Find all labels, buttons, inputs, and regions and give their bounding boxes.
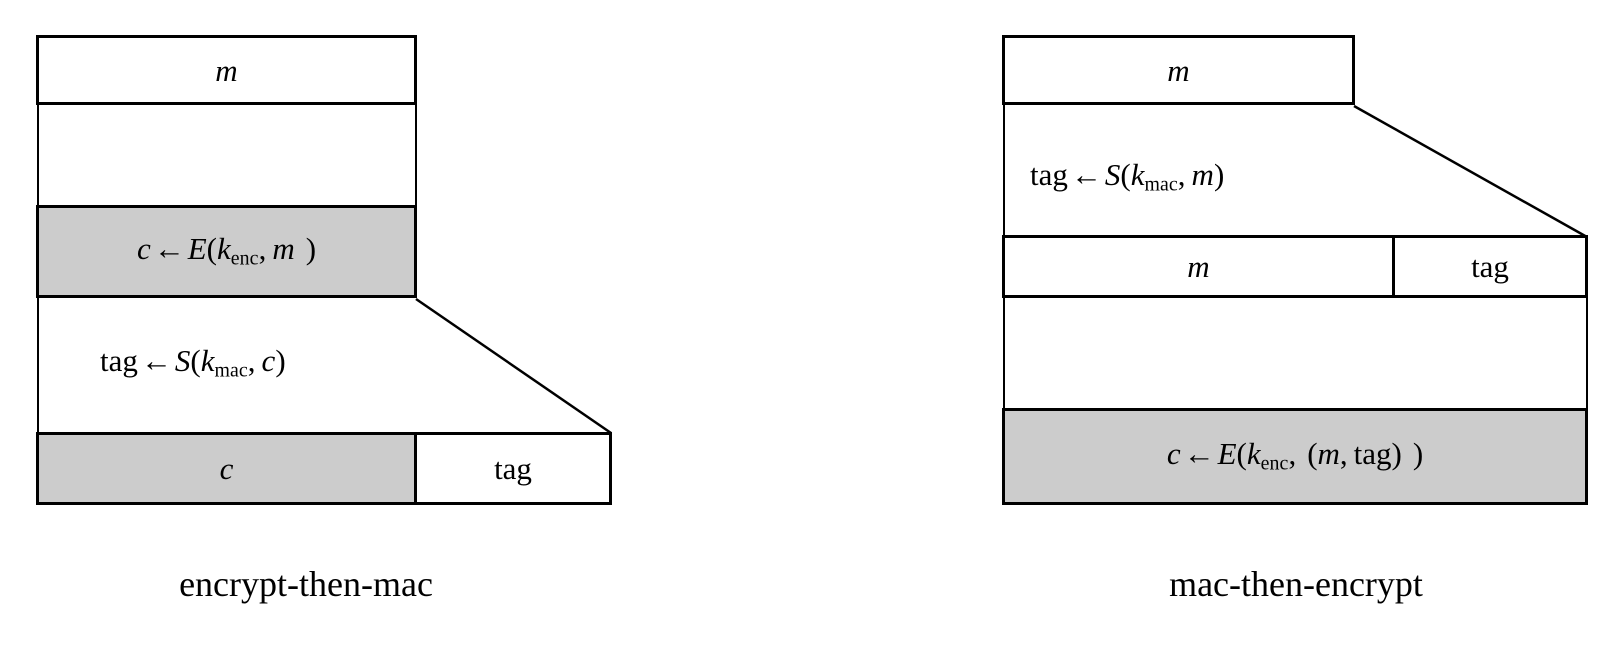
etm-encrypt-arg: m [272, 231, 295, 267]
mte-connector-right-spine-lower [1586, 296, 1588, 410]
etm-encrypt-close-paren: ) [305, 231, 317, 267]
mte-encrypt-arg2: tag [1353, 436, 1392, 472]
mte-encrypt-box: c←E(kenc,(m,tag)) [1002, 408, 1588, 505]
mte-mac-comma: , [1177, 156, 1186, 192]
mte-connector-left-spine-lower [1003, 296, 1005, 410]
mte-concat-tag-box: tag [1392, 235, 1588, 298]
etm-encrypt-box: c←E(kenc,m) [36, 205, 417, 298]
mte-caption: mac-then-encrypt [1169, 564, 1423, 604]
etm-output-ciphertext-box: c [36, 432, 417, 505]
mte-mac-lhs: tag [1030, 156, 1068, 192]
etm-mac-arrow: ← [140, 342, 172, 378]
connector-left-spine-lower [37, 296, 39, 434]
mte-mac-key-subscript: mac [1144, 173, 1178, 196]
etm-mac-close-paren: ) [275, 342, 286, 378]
mte-encrypt-arrow: ← [1183, 436, 1215, 472]
mte-mac-fn: S [1104, 156, 1121, 192]
etm-encrypt-arrow: ← [153, 231, 185, 267]
etm-encrypt-key: k [216, 231, 231, 267]
etm-encrypt-open-paren: ( [206, 231, 217, 267]
etm-plaintext-label: m [215, 52, 238, 88]
mte-mac-arg: m [1191, 156, 1214, 192]
etm-encrypt-comma: , [258, 231, 267, 267]
etm-encrypt-fn: E [187, 231, 207, 267]
mte-mac-key: k [1130, 156, 1145, 192]
etm-mac-step-text: tag←S(kmac,c) [100, 338, 440, 388]
mte-mac-close-paren: ) [1213, 156, 1225, 192]
etm-mac-key-subscript: mac [214, 359, 248, 382]
mte-mac-arrow: ← [1070, 156, 1102, 192]
mte-concat-message-label: m [1187, 249, 1210, 284]
etm-mac-label: tag←S(kmac,c) [100, 345, 286, 381]
mte-encrypt-lhs: c [1166, 436, 1181, 472]
etm-output-tag-box: tag [414, 432, 612, 505]
connector-right-spine-upper [415, 103, 417, 207]
mte-encrypt-fn: E [1217, 436, 1237, 472]
mte-mac-label: tag←S(kmac,m) [1030, 159, 1224, 195]
mte-encrypt-arg1: m [1317, 436, 1340, 472]
etm-mac-fn: S [174, 342, 191, 378]
etm-encrypt-lhs: c [136, 231, 151, 267]
mte-encrypt-close-paren: ) [1412, 436, 1424, 472]
connector-left-spine-upper [37, 103, 39, 207]
mte-mac-step-text: tag←S(kmac,m) [1030, 152, 1390, 202]
etm-mac-key: k [200, 342, 215, 378]
mte-concat-tag-label: tag [1471, 249, 1509, 284]
mte-plaintext-box: m [1002, 35, 1355, 105]
etm-output-ciphertext-label: c [219, 451, 234, 486]
etm-output-tag-label: tag [494, 451, 532, 486]
mte-encrypt-arg-close-paren: ) [1391, 436, 1402, 472]
etm-plaintext-box: m [36, 35, 417, 105]
mte-mac-open-paren: ( [1120, 156, 1131, 192]
etm-caption: encrypt-then-mac [179, 564, 433, 604]
etm-mac-open-paren: ( [190, 342, 201, 378]
mte-plaintext-label: m [1167, 52, 1190, 88]
mte-encrypt-open-paren: ( [1236, 436, 1247, 472]
etm-expansion-diagonal [415, 297, 612, 435]
mte-encrypt-arg-open-paren: ( [1307, 436, 1318, 472]
etm-encrypt-label: c←E(kenc,m) [137, 233, 316, 269]
etm-mac-comma: , [247, 342, 256, 378]
mte-concat-message-box: m [1002, 235, 1395, 298]
mte-encrypt-label: c←E(kenc,(m,tag)) [1167, 438, 1423, 474]
etm-mac-arg: c [261, 342, 276, 378]
etm-encrypt-key-subscript: enc [230, 247, 259, 270]
mte-encrypt-comma: , [1288, 436, 1297, 472]
mte-encrypt-arg-comma: , [1339, 436, 1348, 472]
mte-encrypt-key: k [1246, 436, 1261, 472]
etm-mac-lhs: tag [100, 342, 138, 378]
mte-connector-left-spine-upper [1003, 103, 1005, 237]
mte-encrypt-key-subscript: enc [1260, 452, 1289, 475]
